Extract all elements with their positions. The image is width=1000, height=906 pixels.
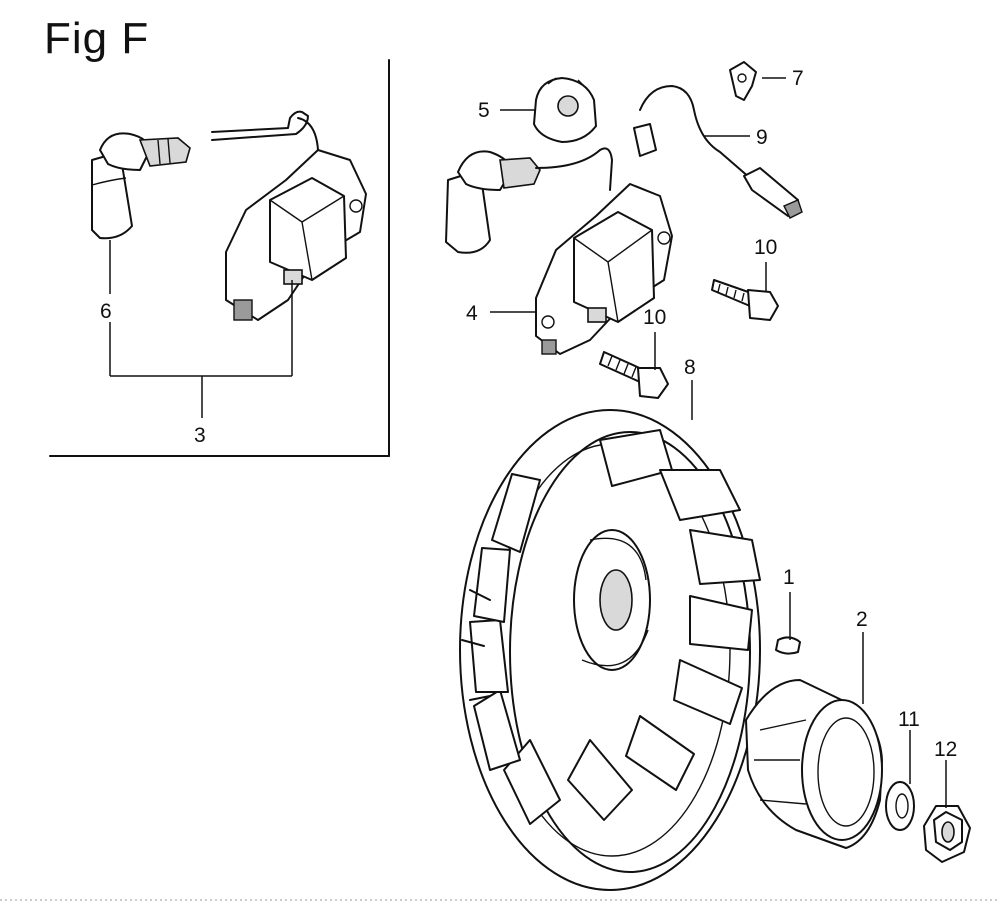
spark-plug-cap-main xyxy=(445,147,613,254)
starter-pulley-part xyxy=(745,679,883,849)
bolt-upper xyxy=(711,279,779,321)
spark-plug-cap-inset xyxy=(91,132,191,240)
callout-2: 2 xyxy=(856,608,868,631)
flange-nut-part xyxy=(923,805,971,863)
callout-6: 6 xyxy=(100,300,112,323)
callout-10-upper: 10 xyxy=(754,236,777,259)
inset-frame xyxy=(49,59,390,457)
ground-wire-part xyxy=(633,85,803,219)
figure-title: Fig F xyxy=(44,14,150,63)
callout-labels: 6 3 5 4 7 9 10 10 8 1 2 11 12 xyxy=(100,67,957,761)
bolt-lower xyxy=(599,351,669,399)
clip-part xyxy=(729,61,757,101)
callout-4: 4 xyxy=(466,302,478,325)
washer-part xyxy=(885,781,915,831)
callout-12: 12 xyxy=(934,738,957,761)
callout-9: 9 xyxy=(756,126,768,149)
flywheel-fan-blades xyxy=(469,429,761,825)
callout-5: 5 xyxy=(478,99,490,122)
inset-leader-lines xyxy=(109,240,293,418)
ignition-coil-inset xyxy=(211,110,367,321)
callout-11: 11 xyxy=(898,708,920,731)
woodruff-key-part xyxy=(775,636,801,655)
main-leader-lines xyxy=(490,77,947,808)
grommet-part xyxy=(533,77,597,143)
callout-10-lower: 10 xyxy=(643,306,666,329)
callout-3: 3 xyxy=(194,424,206,447)
callout-8: 8 xyxy=(684,356,696,379)
callout-1: 1 xyxy=(783,566,795,589)
callout-7: 7 xyxy=(792,67,804,90)
flywheel-part xyxy=(459,409,761,891)
ignition-coil-main xyxy=(535,183,673,355)
